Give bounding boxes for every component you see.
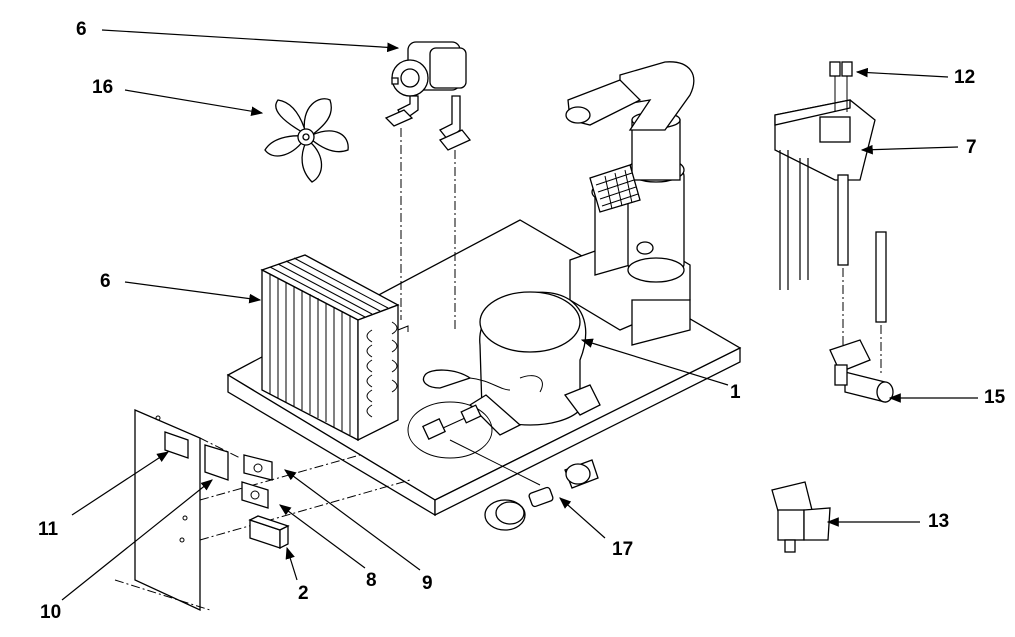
callout-leaders — [61, 29, 978, 601]
electrical-components — [241, 454, 290, 550]
condenser-coil — [260, 254, 409, 442]
callout-10: 10 — [40, 602, 62, 623]
callout-15-inlet: 15 — [984, 387, 1006, 408]
water-pump — [565, 61, 695, 346]
callout-17-drier: 17 — [612, 539, 634, 560]
compressor — [422, 291, 601, 436]
solenoid-valve — [771, 481, 831, 553]
callout-13-solenoid: 13 — [928, 511, 950, 532]
callout-9-overload: 9 — [422, 573, 433, 594]
callout-6-condenser: 6 — [100, 271, 111, 292]
callout-2-capacitor: 2 — [298, 583, 309, 604]
callout-6-fan-motor: 6 — [76, 19, 87, 40]
callout-16-fan-blade: 16 — [92, 77, 114, 98]
filter-drier — [484, 459, 599, 531]
callout-12-connectors: 12 — [954, 67, 976, 88]
probe-assembly — [774, 61, 876, 290]
callout-8-relay: 8 — [366, 570, 377, 591]
inlet-valve — [829, 231, 894, 403]
fan-motor — [384, 41, 472, 151]
detail-circle — [407, 401, 541, 486]
callout-7-probe: 7 — [966, 137, 977, 158]
fan-blade — [264, 98, 349, 183]
callout-11: 11 — [38, 519, 59, 540]
callout-1-compressor: 1 — [730, 382, 741, 403]
control-panel — [114, 409, 411, 612]
